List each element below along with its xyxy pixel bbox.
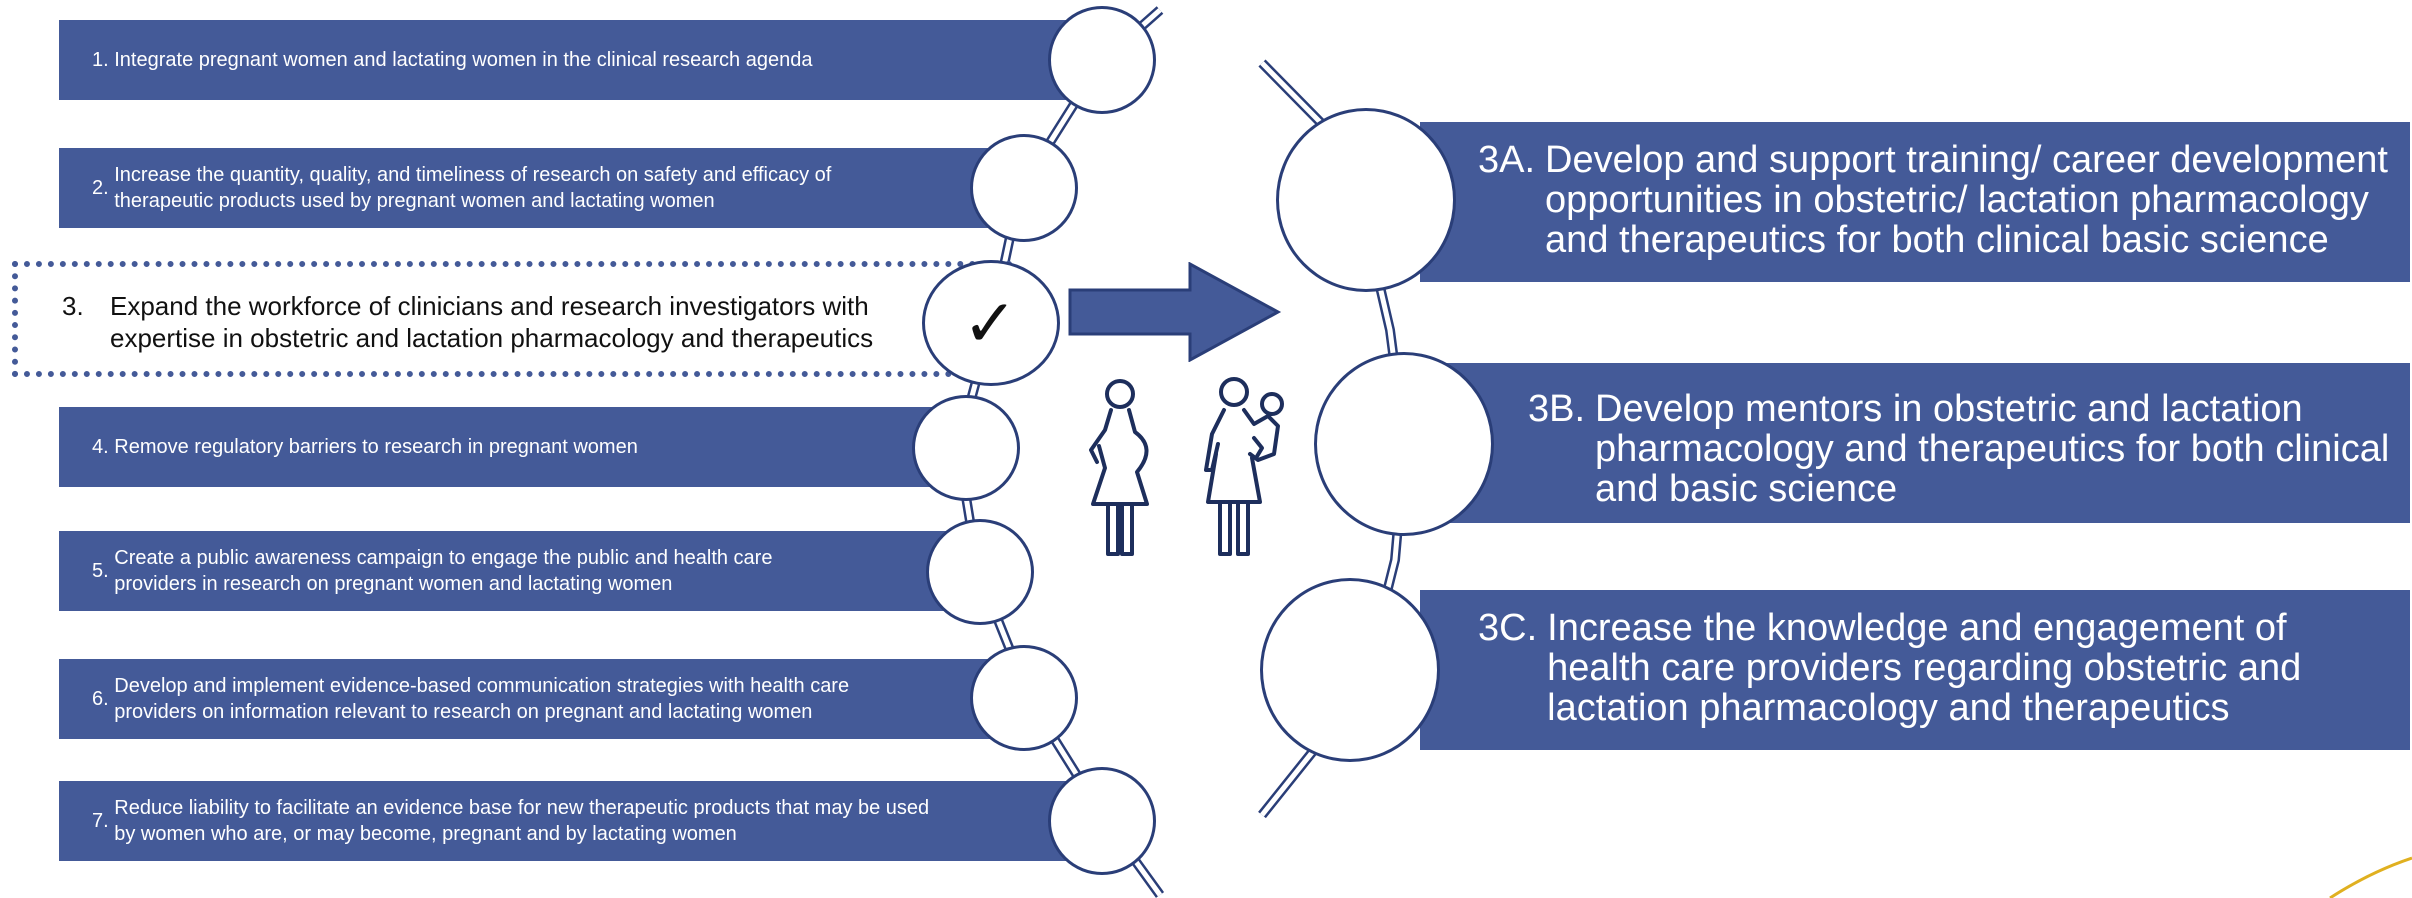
subgoal-bar-3b: 3B. Develop mentors in obstetric and lac… [1420,363,2410,523]
goal-text: Increase the quantity, quality, and time… [114,164,832,212]
goal-number: 7. [92,810,109,832]
accent-corner [2329,856,2412,898]
subgoal-text: Develop mentors in obstetric and lactati… [1595,388,2390,510]
goal-circle-4 [912,395,1020,501]
goal-circle-5 [926,519,1034,625]
pregnant-woman-icon [1089,379,1149,556]
goal-bar-6: 6. Develop and implement evidence-based … [59,659,1019,739]
goal-number: 5. [92,560,109,582]
subgoal-number: 3A. [1478,139,1536,181]
subgoal-bar-3c: 3C. Increase the knowledge and engagemen… [1420,590,2410,750]
goal-text: Expand the workforce of clinicians and r… [110,291,874,353]
goal-circle-6 [970,645,1078,751]
subgoal-text: Develop and support training/ career dev… [1545,139,2388,261]
goal-number: 3. [62,291,84,321]
goal-circle-1 [1048,6,1156,114]
goal-number: 1. [92,49,109,71]
goal-number: 6. [92,688,109,710]
goal-bar-5: 5. Create a public awareness campaign to… [59,531,959,611]
subgoal-circle-3a [1276,108,1456,292]
goal-number: 2. [92,177,109,199]
woman-with-child-icon [1204,377,1284,556]
goal-text: Develop and implement evidence-based com… [114,675,850,723]
goal-number: 4. [92,436,109,458]
goal-text: Remove regulatory barriers to research i… [114,436,638,458]
subgoal-bar-3a: 3A. Develop and support training/ career… [1420,122,2410,282]
subgoal-number: 3C. [1478,607,1538,649]
subgoal-circle-3b [1314,352,1494,536]
goal-bar-2: 2. Increase the quantity, quality, and t… [59,148,1019,228]
goal-bar-7: 7. Reduce liability to facilitate an evi… [59,781,1099,861]
subgoal-text: Increase the knowledge and engagement of… [1547,607,2302,729]
arrow-right-icon [1068,262,1282,362]
goal-bar-4: 4. Remove regulatory barriers to researc… [59,407,959,487]
goal-text: Integrate pregnant women and lactating w… [114,49,813,71]
subgoal-number: 3B. [1528,388,1586,430]
subgoal-circle-3c [1260,578,1440,762]
goal-circle-2 [970,134,1078,242]
goal-bar-1: 1. Integrate pregnant women and lactatin… [59,20,1099,100]
highlight-goal: 3. Expand the workforce of clinicians an… [62,290,942,354]
goal-text: Create a public awareness campaign to en… [114,547,773,595]
goal-circle-3 [922,260,1060,386]
checkmark-icon: ✓ [962,284,1018,362]
goal-circle-7 [1048,767,1156,875]
goal-text: Reduce liability to facilitate an eviden… [114,797,930,845]
